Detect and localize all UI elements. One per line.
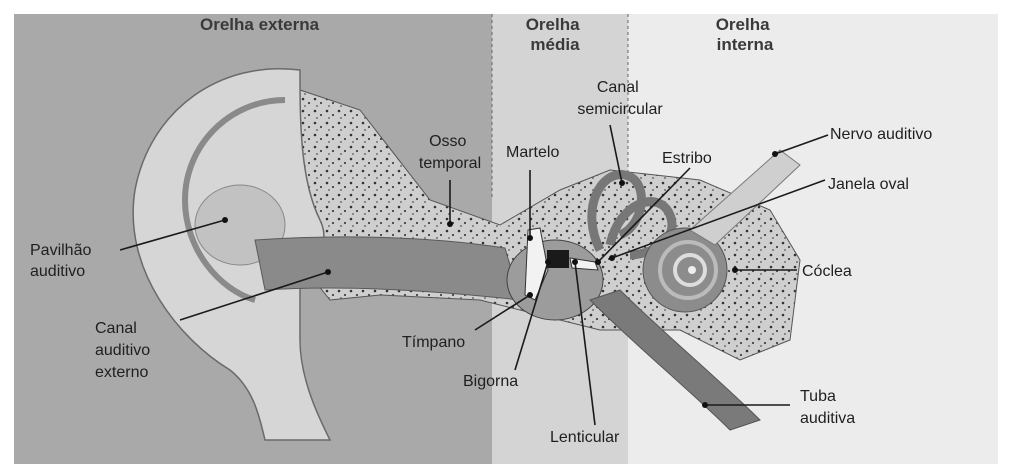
leader-oval-window-dot: [609, 255, 615, 261]
region-title-middle: Orelha média: [526, 15, 585, 54]
leader-cochlea-dot: [732, 267, 738, 273]
leader-auditory-nerve-dot: [772, 151, 778, 157]
leader-anvil-dot: [545, 259, 551, 265]
leader-eardrum-dot: [527, 292, 533, 298]
region-title-external: Orelha externa: [200, 15, 320, 34]
region-title-internal: Orelha interna: [716, 15, 775, 54]
label-auditory-nerve: Nervo auditivo: [830, 126, 932, 143]
label-oval-window: Janela oval: [828, 176, 909, 193]
label-eardrum: Tímpano: [402, 334, 465, 351]
leader-auditory-tube-dot: [702, 402, 708, 408]
label-cochlea: Cóclea: [802, 263, 852, 280]
label-lenticular: Lenticular: [550, 429, 620, 446]
leader-stirrup-dot: [595, 259, 601, 265]
anvil-ossicle: [547, 250, 569, 268]
label-hammer: Martelo: [506, 144, 559, 161]
label-anvil: Bigorna: [463, 373, 518, 390]
cochlea-center: [688, 266, 696, 274]
leader-ear-canal-dot: [325, 269, 331, 275]
leader-lenticular-dot: [572, 259, 578, 265]
leader-pinna-dot: [222, 217, 228, 223]
label-stirrup: Estribo: [662, 150, 712, 167]
leader-semicircular-canal-dot: [619, 180, 625, 186]
leader-temporal-bone-dot: [447, 221, 453, 227]
leader-hammer-dot: [527, 235, 533, 241]
